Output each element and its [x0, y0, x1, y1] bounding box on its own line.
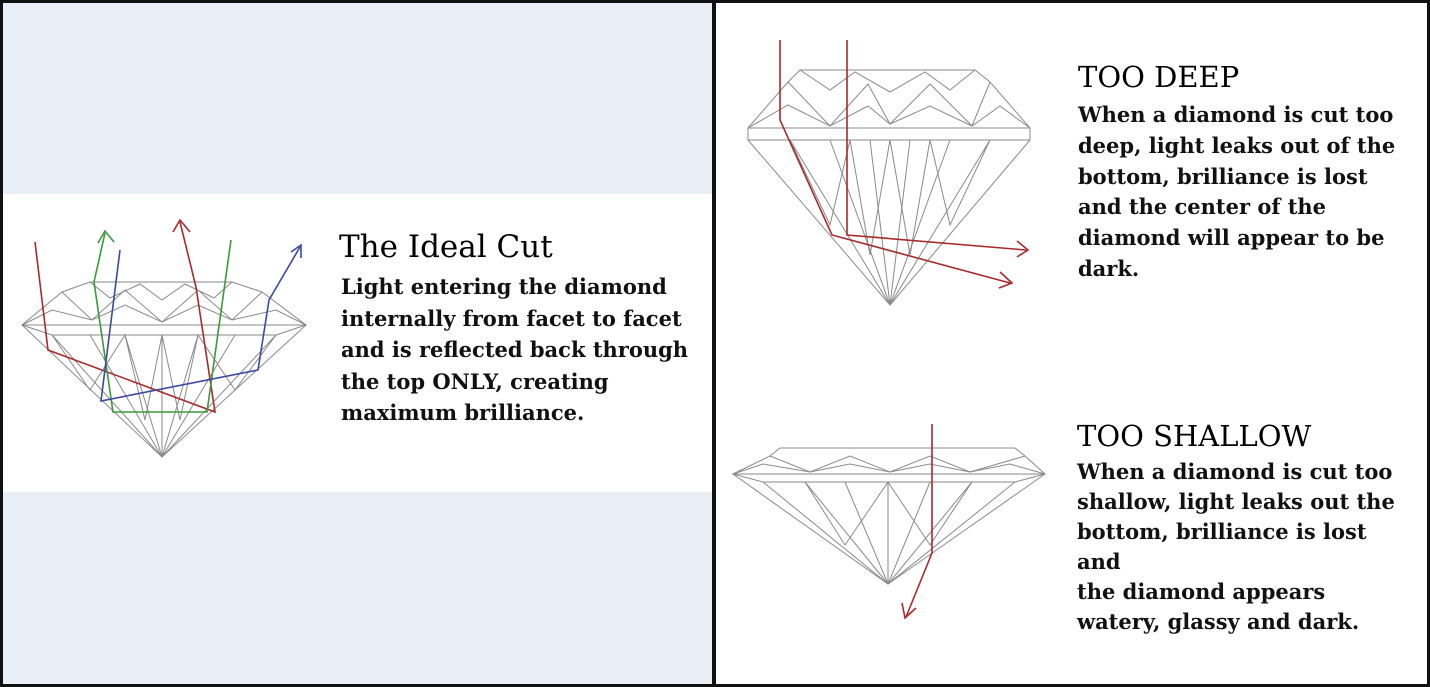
ideal-diamond-facets — [20, 281, 308, 458]
ideal-cut-description: Light entering the diamond internally fr… — [341, 274, 689, 425]
ideal-cut-title: The Ideal Cut — [339, 229, 553, 265]
too-deep-title: TOO DEEP — [1078, 60, 1240, 94]
too-shallow-title: TOO SHALLOW — [1077, 419, 1312, 453]
shallow-diamond-facets — [731, 447, 1047, 585]
too-shallow-description: When a diamond is cut too shallow, light… — [1077, 459, 1395, 634]
ideal-cut-panel — [0, 0, 715, 687]
panel-divider — [712, 0, 716, 687]
ideal-ray-blue — [100, 243, 302, 402]
too-deep-description: When a diamond is cut too deep, light le… — [1078, 102, 1396, 281]
ideal-ray-green — [93, 229, 232, 413]
shallow-ray — [901, 424, 933, 620]
deep-diamond-facets — [747, 69, 1031, 306]
ideal-cut-band — [3, 194, 715, 492]
ideal-ray-red — [34, 218, 216, 414]
deep-ray-2 — [846, 40, 1030, 258]
deep-ray-1 — [779, 40, 1014, 289]
